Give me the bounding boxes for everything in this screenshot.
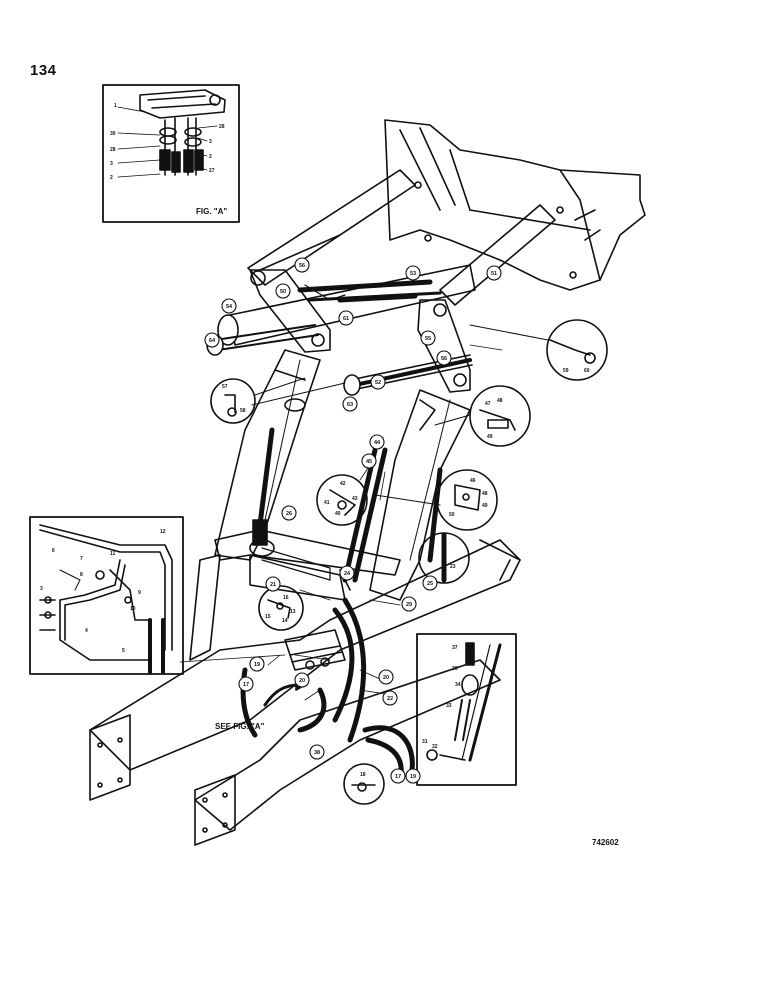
left-inset-11: 11 bbox=[110, 551, 116, 557]
callout-21: 21 bbox=[270, 582, 276, 588]
callout-44: 44 bbox=[374, 440, 381, 446]
callout-63: 63 bbox=[347, 402, 353, 408]
callout-circles bbox=[204, 257, 502, 784]
see-fig-a-label: SEE FIG. "A" bbox=[215, 722, 265, 731]
control-valve bbox=[284, 629, 346, 671]
fig-a-num-27: 27 bbox=[209, 168, 215, 174]
callout-56b: 56 bbox=[441, 356, 447, 362]
right-boom-arm bbox=[369, 389, 471, 601]
callout-20b: 20 bbox=[299, 678, 305, 684]
bubble-50: 50 bbox=[449, 512, 455, 518]
bubble-47: 47 bbox=[485, 401, 491, 407]
lift-cylinders bbox=[252, 427, 443, 563]
fig-a-num-3b: 3 bbox=[209, 139, 212, 145]
bellcrank-right bbox=[417, 299, 471, 393]
bubble-41: 41 bbox=[324, 500, 330, 506]
detail-bubble-right-cyl bbox=[418, 532, 470, 584]
right-inset-34: 34 bbox=[455, 682, 461, 688]
left-inset bbox=[29, 516, 184, 675]
left-inset-5: 5 bbox=[122, 648, 125, 654]
bubble-42: 42 bbox=[340, 481, 346, 487]
left-inset-10: 10 bbox=[130, 606, 136, 612]
callout-45: 45 bbox=[366, 459, 372, 465]
bubble-14: 14 bbox=[282, 618, 288, 624]
callout-29: 29 bbox=[406, 602, 412, 608]
bubble-40: 40 bbox=[335, 511, 341, 517]
callout-55: 55 bbox=[425, 336, 431, 342]
callout-38: 38 bbox=[314, 750, 320, 756]
callout-54: 54 bbox=[226, 304, 233, 310]
callout-19b: 19 bbox=[410, 774, 416, 780]
bubble-48: 48 bbox=[497, 398, 503, 404]
fig-a-inset bbox=[102, 84, 240, 223]
fig-a-num-28b: 28 bbox=[219, 124, 225, 130]
detail-bubble-mid-right bbox=[434, 385, 531, 447]
callout-17b: 17 bbox=[395, 774, 401, 780]
callout-50: 50 bbox=[280, 289, 286, 295]
bucket bbox=[384, 119, 646, 291]
bucket-links bbox=[247, 169, 556, 306]
bubble-46: 46 bbox=[470, 478, 476, 484]
callout-61: 61 bbox=[343, 316, 349, 322]
detail-bubble-center bbox=[316, 474, 368, 526]
callout-53: 53 bbox=[410, 271, 416, 277]
callout-52: 52 bbox=[375, 380, 381, 386]
loader-frame bbox=[89, 529, 521, 846]
bubble-13: 13 bbox=[290, 609, 296, 615]
bubble-43: 43 bbox=[352, 496, 358, 502]
bubble-18: 18 bbox=[360, 772, 366, 778]
tilt-cylinder-pins bbox=[206, 284, 473, 396]
left-inset-8: 8 bbox=[80, 572, 83, 578]
left-inset-3: 3 bbox=[40, 586, 43, 592]
detail-bubble-upper-right bbox=[469, 319, 608, 381]
bubble-48b: 48 bbox=[482, 491, 488, 497]
callout-20: 20 bbox=[383, 675, 389, 681]
callout-64: 64 bbox=[209, 338, 216, 344]
callout-22: 22 bbox=[387, 696, 393, 702]
fig-a-num-30: 30 bbox=[110, 131, 116, 137]
callout-25: 25 bbox=[427, 581, 433, 587]
detail-bubble-bottom bbox=[343, 763, 385, 805]
bubble-15: 15 bbox=[265, 614, 271, 620]
detail-bubble-right-center bbox=[374, 469, 498, 531]
callout-19: 19 bbox=[254, 662, 260, 668]
right-inset-33: 33 bbox=[446, 703, 452, 709]
bubble-16: 16 bbox=[283, 595, 289, 601]
bubble-49b: 49 bbox=[482, 503, 488, 509]
left-inset-6: 6 bbox=[52, 548, 55, 554]
fig-a-title: FIG. "A" bbox=[196, 207, 228, 216]
fig-a-num-1: 1 bbox=[114, 103, 117, 109]
fig-a-num-2: 2 bbox=[110, 175, 113, 181]
detail-bubble-left bbox=[210, 377, 346, 424]
callout-26: 26 bbox=[286, 511, 292, 517]
bubble-57: 57 bbox=[222, 384, 228, 390]
callout-56: 56 bbox=[299, 263, 305, 269]
left-inset-7: 7 bbox=[80, 556, 83, 562]
callout-17: 17 bbox=[243, 682, 249, 688]
hydraulic-hoses bbox=[240, 293, 418, 783]
right-inset-31: 31 bbox=[422, 739, 428, 745]
fig-a-num-2b: 2 bbox=[209, 154, 212, 160]
right-inset-36: 36 bbox=[452, 666, 458, 672]
left-inset-4: 4 bbox=[85, 628, 88, 634]
left-inset-9: 9 bbox=[138, 590, 141, 596]
bubble-49: 49 bbox=[487, 434, 493, 440]
right-inset-37: 37 bbox=[452, 645, 458, 651]
bubble-23: 23 bbox=[450, 564, 456, 570]
callout-51: 51 bbox=[491, 271, 497, 277]
left-inset-12: 12 bbox=[160, 529, 166, 535]
right-inset-32: 32 bbox=[432, 744, 438, 750]
bubble-58: 58 bbox=[240, 408, 246, 414]
detail-bubble-lower-left bbox=[258, 585, 304, 631]
fig-a-num-28: 28 bbox=[110, 147, 116, 153]
catalog-code: 742602 bbox=[592, 838, 619, 847]
fig-a-num-3: 3 bbox=[110, 161, 113, 167]
bubble-59: 59 bbox=[563, 368, 569, 374]
right-inset bbox=[416, 633, 517, 786]
bubble-60: 60 bbox=[584, 368, 590, 374]
page-number: 134 bbox=[30, 62, 57, 79]
callout-24: 24 bbox=[344, 571, 351, 577]
